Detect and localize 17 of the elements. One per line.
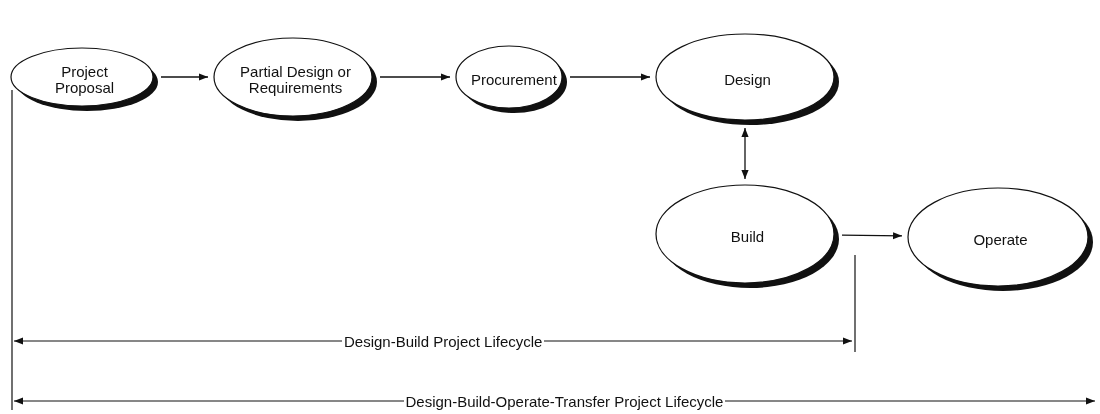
process-ellipse bbox=[907, 187, 1094, 292]
arrow bbox=[841, 232, 903, 240]
node-label: Procurement bbox=[470, 71, 558, 88]
process-ellipse bbox=[10, 47, 159, 112]
arrow bbox=[741, 127, 749, 180]
node-label: Project Proposal bbox=[53, 63, 116, 96]
node-label: Operate bbox=[972, 231, 1029, 248]
node-label: Partial Design or Requirements bbox=[239, 63, 352, 96]
node-label: Build bbox=[729, 228, 766, 245]
process-ellipse bbox=[655, 33, 840, 126]
arrow bbox=[569, 73, 651, 81]
arrow bbox=[379, 73, 451, 81]
process-ellipse bbox=[655, 184, 840, 289]
process-ellipse bbox=[213, 37, 378, 122]
node-label: Design bbox=[723, 71, 772, 88]
process-ellipse bbox=[455, 45, 568, 114]
arrow bbox=[160, 73, 209, 81]
